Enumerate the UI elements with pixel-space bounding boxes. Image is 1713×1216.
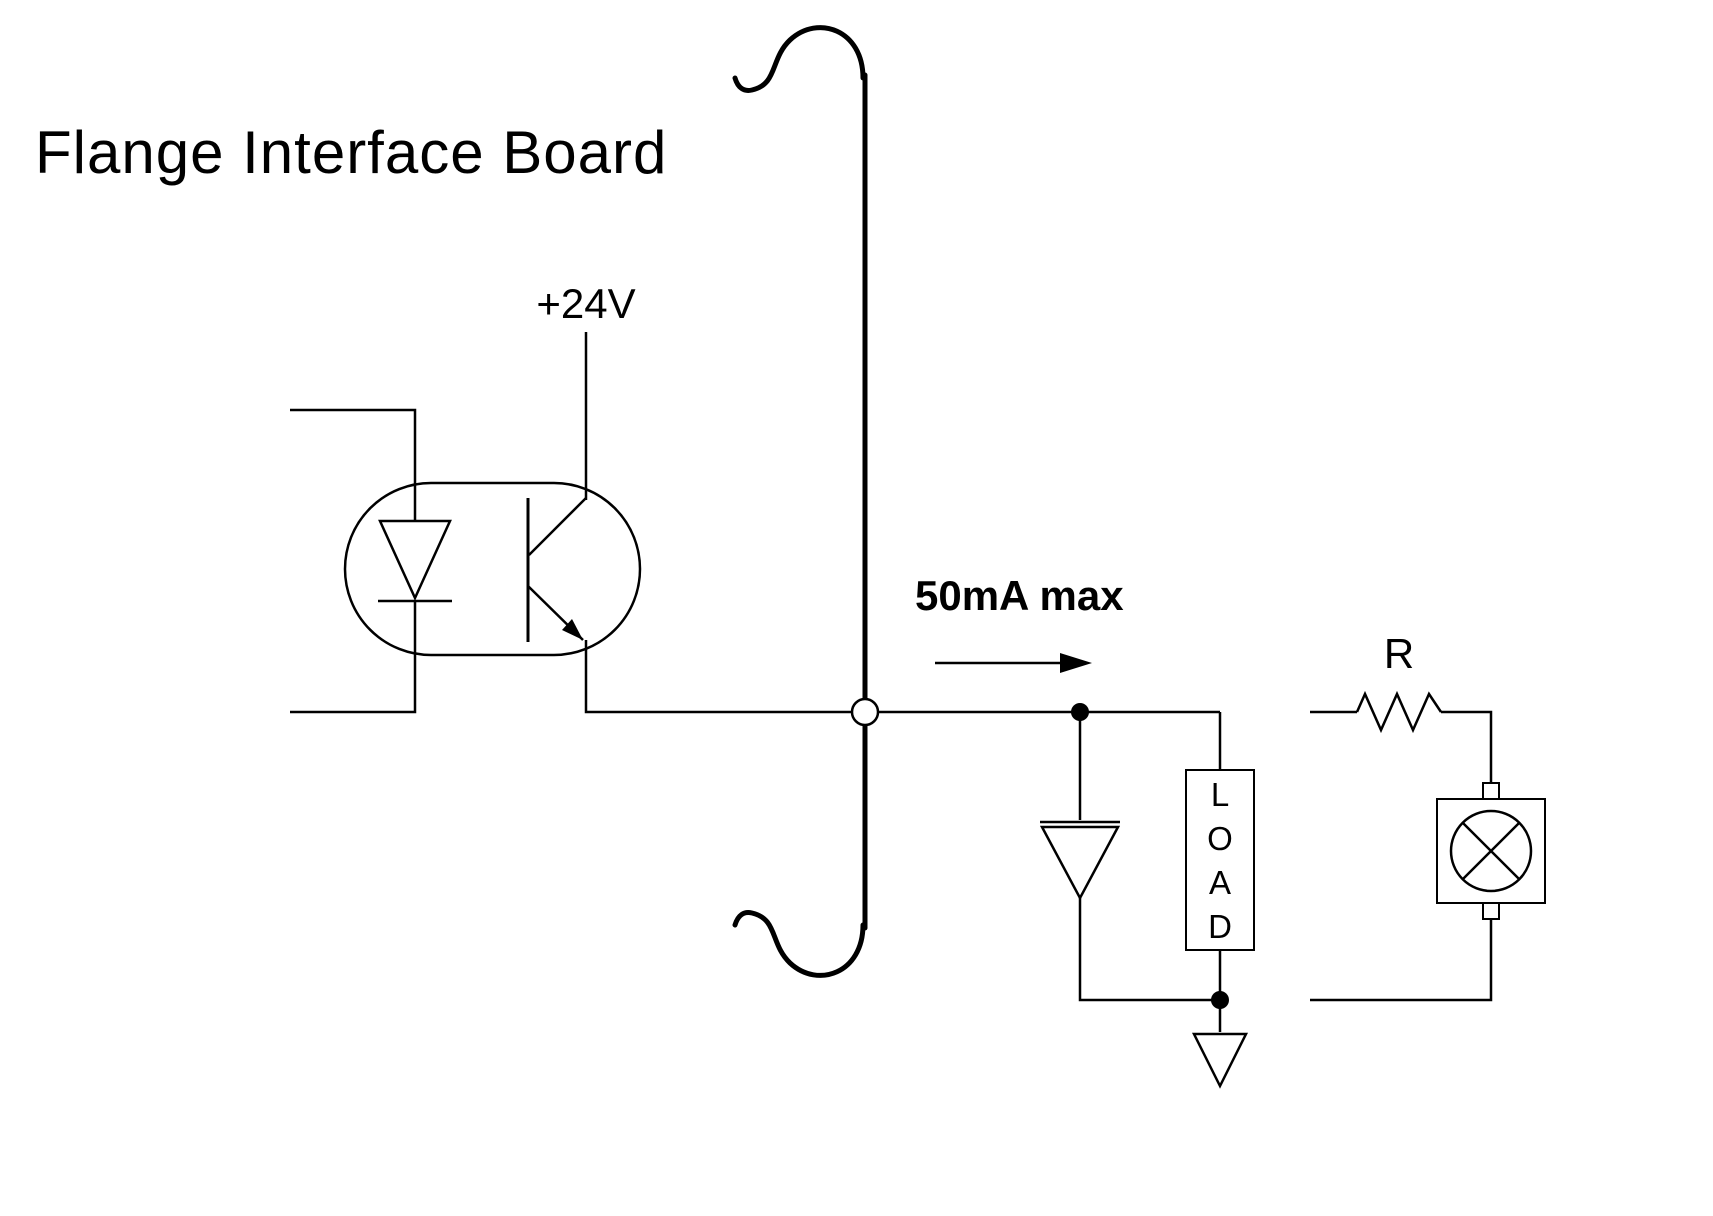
- boundary-break-bottom-icon: [732, 910, 866, 978]
- diode-bottom-wire: [1078, 898, 1220, 1002]
- lamp-bottom-wire: [1310, 919, 1493, 1002]
- junction-dot-bottom: [1211, 991, 1229, 1009]
- lamp-terminal-top: [1482, 782, 1500, 800]
- current-limit-label: 50mA max: [915, 572, 1124, 619]
- resistor-zigzag: [1355, 690, 1443, 734]
- optocoupler-body: [343, 481, 642, 657]
- diode-triangle: [1039, 825, 1121, 901]
- transistor-collector: [528, 497, 587, 556]
- ground-symbol-icon: [1191, 1032, 1249, 1089]
- led-cathode-wire: [290, 601, 417, 714]
- load-letter-l: L: [1211, 776, 1229, 813]
- load-letter-o: O: [1207, 820, 1233, 857]
- led-anode-wire: [290, 408, 417, 521]
- led-triangle: [378, 519, 452, 602]
- lamp-terminal-bottom: [1482, 902, 1500, 920]
- boundary-break-top-icon: [732, 25, 866, 93]
- current-arrowhead-icon: [1060, 653, 1092, 673]
- supply-voltage-label: +24V: [536, 280, 635, 327]
- emitter-arrowhead-icon: [562, 619, 583, 640]
- lamp-cross-icon: [1461, 821, 1521, 881]
- load-letter-a: A: [1209, 864, 1231, 901]
- boundary-output-node: [850, 697, 880, 727]
- lamp-top-wire: [1441, 710, 1493, 783]
- lamp-circle: [1449, 809, 1533, 893]
- output-wire: [584, 640, 1220, 714]
- diagram-title: Flange Interface Board: [35, 119, 667, 186]
- resistor-label: R: [1384, 630, 1414, 677]
- load-letter-d: D: [1208, 908, 1232, 945]
